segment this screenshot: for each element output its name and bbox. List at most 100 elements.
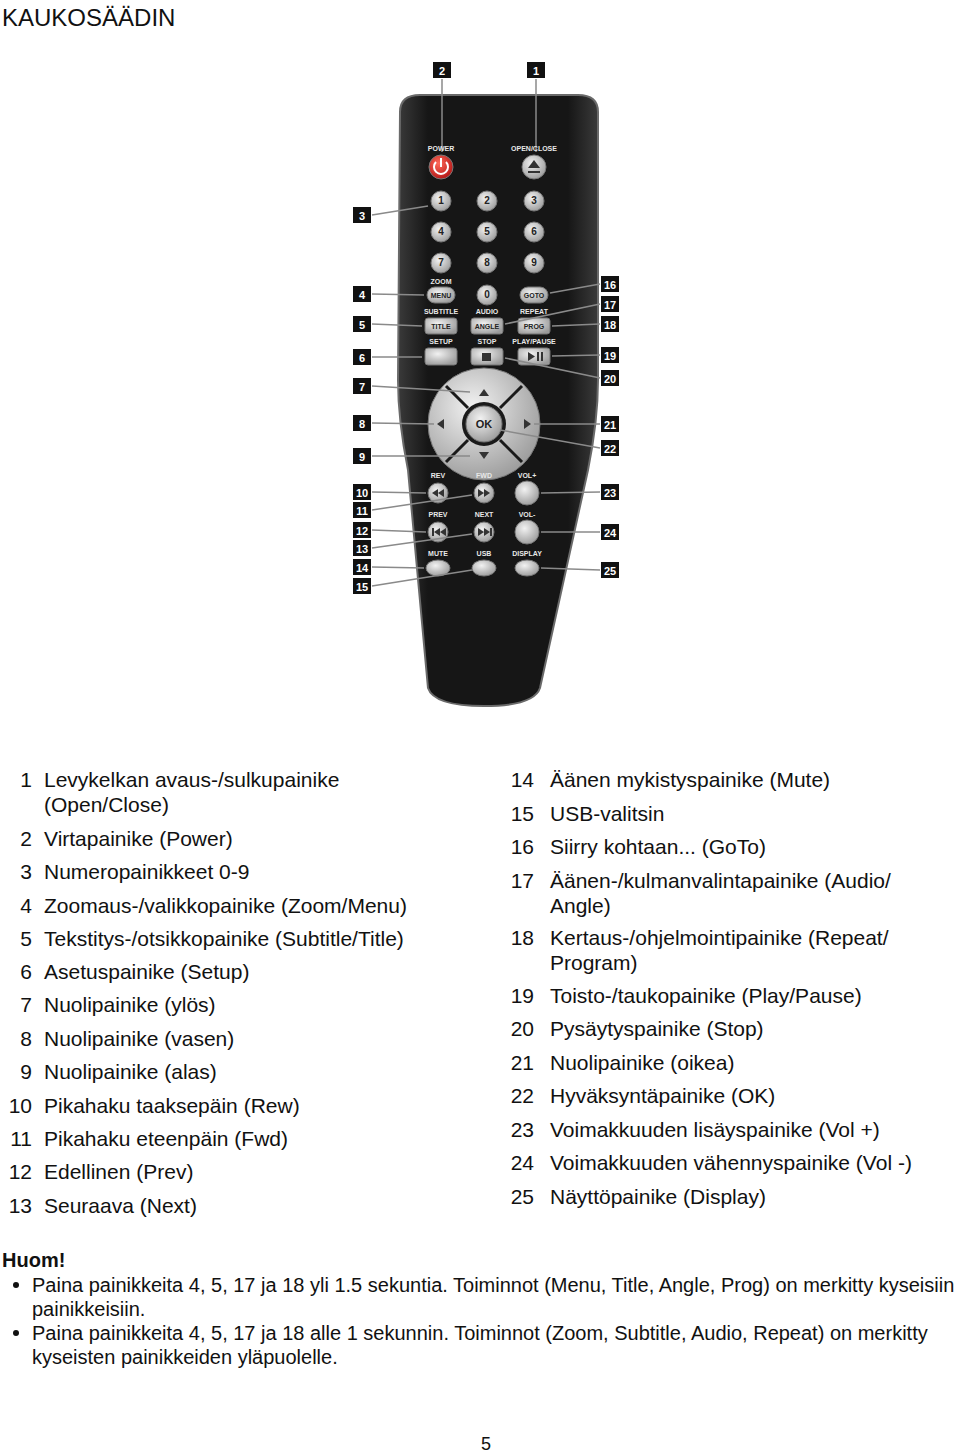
callout-number: 22 <box>604 443 616 454</box>
callout-boxes <box>353 62 619 594</box>
item-number: 6 <box>2 959 32 984</box>
item-description: Nuolipainike (vasen) <box>44 1026 492 1051</box>
item-description: Voimakkuuden lisäyspainike (Vol +) <box>550 1117 955 1142</box>
button-label: SETUP <box>429 338 452 345</box>
item-description: Levykelkan avaus-/sulkupainike (Open/Clo… <box>44 767 374 817</box>
button-label: USB <box>477 550 492 557</box>
callout-number: 12 <box>356 525 368 536</box>
note-text: Paina painikkeita 4, 5, 17 ja 18 alle 1 … <box>32 1321 956 1369</box>
callout-number: 10 <box>356 487 368 498</box>
item-description: Nuolipainike (alas) <box>44 1059 492 1084</box>
button-label: 8 <box>484 258 490 268</box>
item-description: Äänen-/kulmanvalintapainike (Audio/ Angl… <box>550 868 922 918</box>
item-number: 1 <box>2 767 32 792</box>
item-number: 13 <box>2 1193 32 1218</box>
callout-number: 11 <box>356 505 368 516</box>
button-label: 2 <box>484 196 490 206</box>
button-label: OK <box>476 419 493 430</box>
item-number: 25 <box>504 1184 534 1209</box>
callout-number: 20 <box>604 373 616 384</box>
item-description: Asetuspainike (Setup) <box>44 959 492 984</box>
item-description: Toisto-/taukopainike (Play/Pause) <box>550 983 955 1008</box>
item-number: 24 <box>504 1150 534 1175</box>
callout-number: 19 <box>604 350 616 361</box>
item-number: 21 <box>504 1050 534 1075</box>
callout-number: 3 <box>359 210 365 221</box>
item-description: USB-valitsin <box>550 801 955 826</box>
item-description: Pysäytyspainike (Stop) <box>550 1016 955 1041</box>
item-description: Zoomaus-/valikkopainike (Zoom/Menu) <box>44 893 492 918</box>
item-number: 5 <box>2 926 32 951</box>
callout-number: 1 <box>533 65 539 76</box>
callout-number: 2 <box>439 65 445 76</box>
button-label: PREV <box>428 511 447 518</box>
item-number: 2 <box>2 826 32 851</box>
item-number: 23 <box>504 1117 534 1142</box>
button-label: ANGLE <box>475 323 500 330</box>
callout-number: 18 <box>604 319 616 330</box>
button-label: FWD <box>476 472 492 479</box>
button-label: AUDIO <box>476 308 499 315</box>
button-label: ZOOM <box>431 278 452 285</box>
item-number: 20 <box>504 1016 534 1041</box>
callout-number: 14 <box>356 562 368 573</box>
button-label: POWER <box>428 145 454 152</box>
item-number: 8 <box>2 1026 32 1051</box>
callout-number: 15 <box>356 581 368 592</box>
button-label: VOL- <box>519 511 536 518</box>
item-description: Siirry kohtaan... (GoTo) <box>550 834 955 859</box>
button-label: MUTE <box>428 550 448 557</box>
item-description: Numeropainikkeet 0-9 <box>44 859 492 884</box>
item-description: Tekstitys-/otsikkopainike (Subtitle/Titl… <box>44 926 492 951</box>
item-number: 22 <box>504 1083 534 1108</box>
button-label: DISPLAY <box>512 550 542 557</box>
item-description: Pikahaku taaksepäin (Rew) <box>44 1093 492 1118</box>
item-number: 3 <box>2 859 32 884</box>
button-label: OPEN/CLOSE <box>511 145 557 152</box>
button-label: PLAY/PAUSE <box>512 338 556 345</box>
button-label: VOL+ <box>518 472 536 479</box>
item-number: 17 <box>504 868 534 893</box>
item-number: 12 <box>2 1159 32 1184</box>
button-label: 4 <box>438 227 444 237</box>
button-label: SUBTITLE <box>424 308 458 315</box>
note-heading: Huom! <box>2 1248 65 1272</box>
item-number: 7 <box>2 992 32 1017</box>
page-title: KAUKOSÄÄDIN <box>2 5 175 31</box>
callout-number: 7 <box>359 381 365 392</box>
callout-number: 13 <box>356 543 368 554</box>
button-label: REPEAT <box>520 308 548 315</box>
button-label: GOTO <box>524 292 544 299</box>
item-number: 4 <box>2 893 32 918</box>
note-text: Paina painikkeita 4, 5, 17 ja 18 yli 1.5… <box>32 1273 956 1321</box>
button-label: MENU <box>431 292 452 299</box>
button-label: 9 <box>531 258 537 268</box>
button-label: STOP <box>478 338 497 345</box>
item-description: Äänen mykistyspainike (Mute) <box>550 767 955 792</box>
item-description: Voimakkuuden vähennyspainike (Vol -) <box>550 1150 955 1175</box>
item-number: 11 <box>2 1126 32 1151</box>
button-label: 5 <box>484 227 490 237</box>
item-number: 19 <box>504 983 534 1008</box>
bullet <box>13 1282 19 1288</box>
remote-body <box>398 95 598 706</box>
item-description: Näyttöpainike (Display) <box>550 1184 955 1209</box>
item-description: Pikahaku eteenpäin (Fwd) <box>44 1126 492 1151</box>
item-description: Nuolipainike (ylös) <box>44 992 492 1017</box>
button-label: 1 <box>438 196 444 206</box>
button-label: 6 <box>531 227 537 237</box>
button-label: NEXT <box>475 511 494 518</box>
item-number: 16 <box>504 834 534 859</box>
leader-lines <box>372 79 600 586</box>
button-label: 0 <box>484 290 490 300</box>
button-label: TITLE <box>431 323 450 330</box>
item-number: 14 <box>504 767 534 792</box>
item-number: 15 <box>504 801 534 826</box>
item-description: Seuraava (Next) <box>44 1193 492 1218</box>
callout-number: 8 <box>359 418 365 429</box>
page-number: 5 <box>481 1435 491 1453</box>
button-label: REV <box>431 472 445 479</box>
item-description: Hyväksyntäpainike (OK) <box>550 1083 955 1108</box>
item-description: Kertaus-/ohjelmointipainike (Repeat/ Pro… <box>550 925 922 975</box>
button-label: PROG <box>524 323 545 330</box>
